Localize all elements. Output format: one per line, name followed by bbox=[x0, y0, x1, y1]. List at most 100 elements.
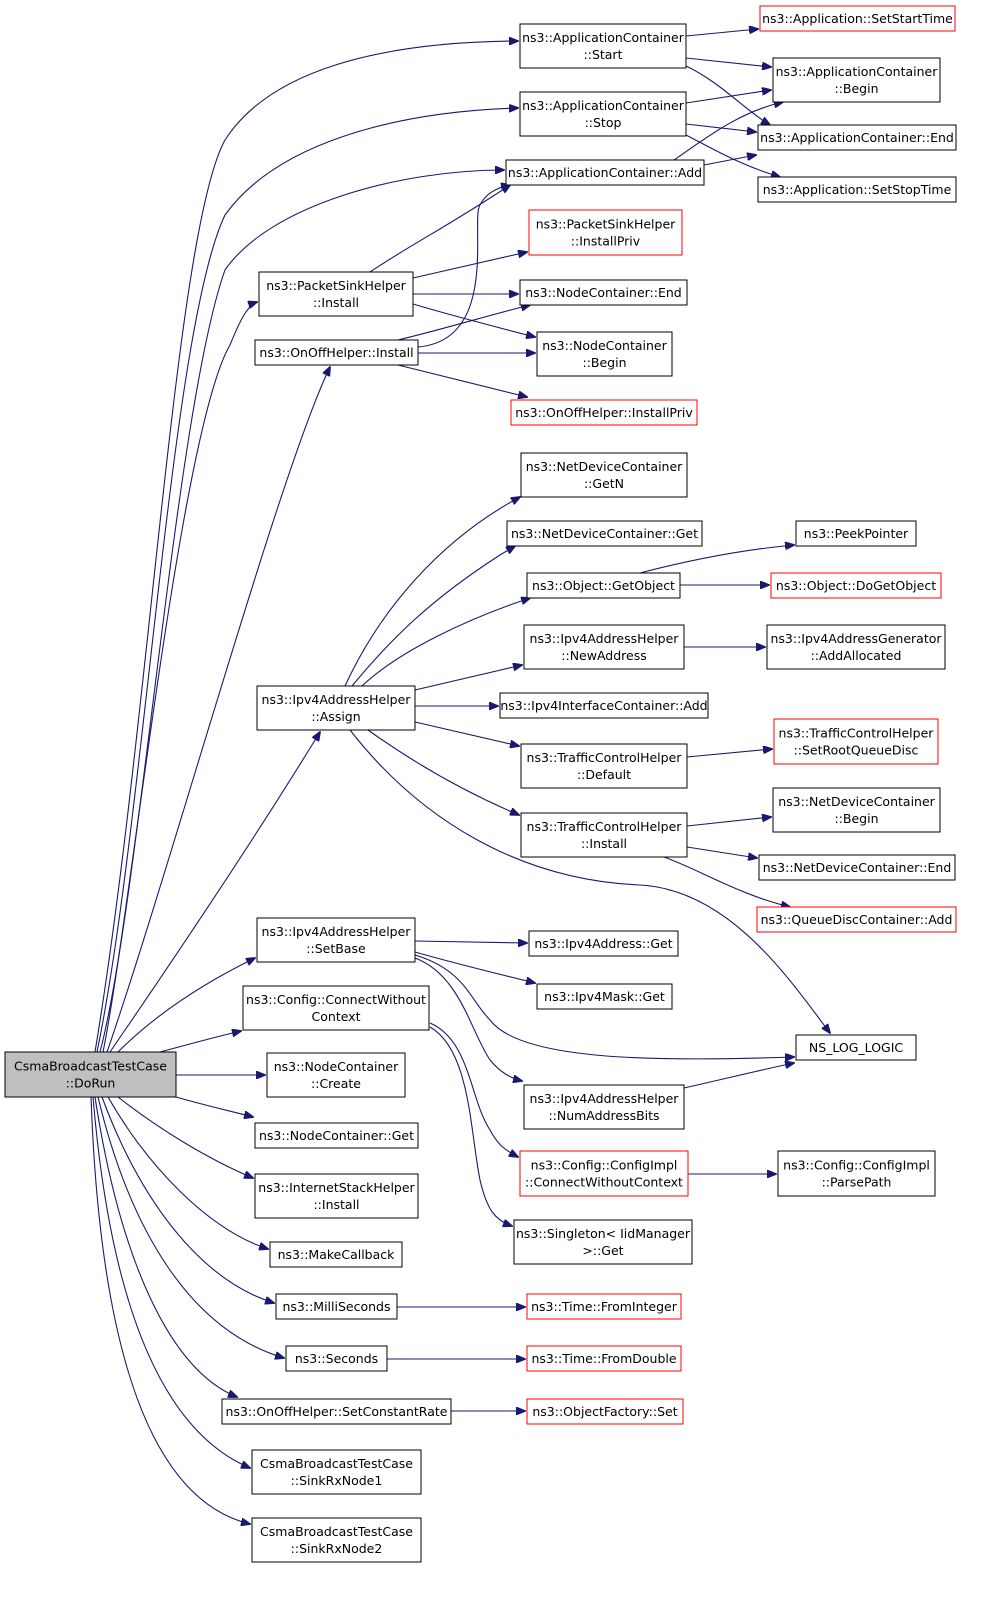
node-ipv4ag-addalloc[interactable]: ns3::Ipv4AddressGenerator::AddAllocated bbox=[766, 624, 946, 670]
node-tch-default[interactable]: ns3::TrafficControlHelper::Default bbox=[520, 743, 688, 789]
node-ipv4ah-newaddress[interactable]: ns3::Ipv4AddressHelper::NewAddress bbox=[523, 624, 685, 670]
node-milliseconds[interactable]: ns3::MilliSeconds bbox=[275, 1293, 398, 1320]
node-box[interactable] bbox=[4, 1051, 177, 1098]
node-box[interactable] bbox=[523, 1084, 685, 1130]
node-nc-create[interactable]: ns3::NodeContainer::Create bbox=[266, 1052, 406, 1098]
node-box[interactable] bbox=[254, 1173, 419, 1219]
node-box[interactable] bbox=[526, 1345, 682, 1372]
node-box[interactable] bbox=[269, 1241, 403, 1268]
node-box[interactable] bbox=[506, 520, 703, 547]
node-box[interactable] bbox=[251, 1517, 422, 1563]
node-box[interactable] bbox=[505, 159, 705, 186]
node-box[interactable] bbox=[519, 23, 687, 69]
node-ipv4ic-add[interactable]: ns3::Ipv4InterfaceContainer::Add bbox=[499, 692, 709, 719]
node-onoff-setrate[interactable]: ns3::OnOffHelper::SetConstantRate bbox=[221, 1398, 452, 1425]
node-box[interactable] bbox=[795, 1034, 917, 1061]
node-ipv4ah-setbase[interactable]: ns3::Ipv4AddressHelper::SetBase bbox=[256, 917, 416, 963]
node-nc-get[interactable]: ns3::NodeContainer::Get bbox=[254, 1122, 419, 1149]
node-time-frominteger[interactable]: ns3::Time::FromInteger bbox=[526, 1293, 682, 1320]
node-box[interactable] bbox=[766, 624, 946, 670]
node-ipv4ah-assign[interactable]: ns3::Ipv4AddressHelper::Assign bbox=[256, 685, 416, 731]
node-box[interactable] bbox=[526, 572, 681, 599]
node-box[interactable] bbox=[285, 1345, 388, 1372]
node-box[interactable] bbox=[254, 339, 419, 366]
node-obj-getobject[interactable]: ns3::Object::GetObject bbox=[526, 572, 681, 599]
node-box[interactable] bbox=[520, 812, 688, 858]
node-box[interactable] bbox=[777, 1150, 936, 1197]
node-objfactory-set[interactable]: ns3::ObjectFactory::Set bbox=[526, 1398, 684, 1425]
node-box[interactable] bbox=[275, 1293, 398, 1320]
node-psh-installpriv[interactable]: ns3::PacketSinkHelper::InstallPriv bbox=[528, 209, 683, 256]
node-box[interactable] bbox=[266, 1052, 406, 1098]
node-ndc-getn[interactable]: ns3::NetDeviceContainer::GetN bbox=[520, 452, 688, 498]
node-box[interactable] bbox=[526, 1398, 684, 1425]
node-box[interactable] bbox=[254, 1122, 419, 1149]
node-ish-install[interactable]: ns3::InternetStackHelper::Install bbox=[254, 1173, 419, 1219]
node-singleton-get[interactable]: ns3::Singleton< IidManager>::Get bbox=[513, 1219, 693, 1265]
node-box[interactable] bbox=[221, 1398, 452, 1425]
node-box[interactable] bbox=[256, 685, 416, 731]
node-box[interactable] bbox=[758, 854, 956, 881]
node-box[interactable] bbox=[772, 57, 941, 103]
node-box[interactable] bbox=[757, 124, 957, 151]
node-nc-begin[interactable]: ns3::NodeContainer::Begin bbox=[536, 331, 673, 377]
node-box[interactable] bbox=[536, 331, 673, 377]
node-root[interactable]: CsmaBroadcastTestCase::DoRun bbox=[4, 1051, 177, 1098]
node-peekpointer[interactable]: ns3::PeekPointer bbox=[795, 520, 917, 547]
node-box[interactable] bbox=[513, 1219, 693, 1265]
node-box[interactable] bbox=[528, 930, 679, 957]
node-box[interactable] bbox=[770, 572, 942, 599]
node-seconds[interactable]: ns3::Seconds bbox=[285, 1345, 388, 1372]
node-sink-rx1[interactable]: CsmaBroadcastTestCase::SinkRxNode1 bbox=[251, 1449, 422, 1495]
node-box[interactable] bbox=[773, 718, 939, 765]
node-box[interactable] bbox=[519, 279, 688, 306]
node-box[interactable] bbox=[499, 692, 709, 719]
node-box[interactable] bbox=[528, 209, 683, 256]
node-box[interactable] bbox=[756, 906, 957, 933]
node-app-add[interactable]: ns3::ApplicationContainer::Add bbox=[505, 159, 705, 186]
node-cfgimpl-parse[interactable]: ns3::Config::ConfigImpl::ParsePath bbox=[777, 1150, 936, 1197]
node-box[interactable] bbox=[536, 983, 673, 1010]
node-app-setstop[interactable]: ns3::Application::SetStopTime bbox=[757, 176, 957, 203]
node-box[interactable] bbox=[519, 91, 687, 137]
node-ns-log-logic[interactable]: NS_LOG_LOGIC bbox=[795, 1034, 917, 1061]
node-ndc-end[interactable]: ns3::NetDeviceContainer::End bbox=[758, 854, 956, 881]
node-box[interactable] bbox=[526, 1293, 682, 1320]
node-sink-rx2[interactable]: CsmaBroadcastTestCase::SinkRxNode2 bbox=[251, 1517, 422, 1563]
node-box[interactable] bbox=[759, 5, 956, 32]
node-makecallback[interactable]: ns3::MakeCallback bbox=[269, 1241, 403, 1268]
node-cfg-connect[interactable]: ns3::Config::ConnectWithoutContext bbox=[242, 985, 430, 1031]
node-tch-install[interactable]: ns3::TrafficControlHelper::Install bbox=[520, 812, 688, 858]
node-app-end[interactable]: ns3::ApplicationContainer::End bbox=[757, 124, 957, 151]
node-box[interactable] bbox=[520, 743, 688, 789]
node-box[interactable] bbox=[510, 399, 698, 426]
node-obj-dogetobject[interactable]: ns3::Object::DoGetObject bbox=[770, 572, 942, 599]
node-box[interactable] bbox=[795, 520, 917, 547]
node-ndc-get[interactable]: ns3::NetDeviceContainer::Get bbox=[506, 520, 703, 547]
node-app-begin[interactable]: ns3::ApplicationContainer::Begin bbox=[772, 57, 941, 103]
node-box[interactable] bbox=[256, 917, 416, 963]
node-nc-end[interactable]: ns3::NodeContainer::End bbox=[519, 279, 688, 306]
node-tch-setroot[interactable]: ns3::TrafficControlHelper::SetRootQueueD… bbox=[773, 718, 939, 765]
node-ipv4ah-numaddr[interactable]: ns3::Ipv4AddressHelper::NumAddressBits bbox=[523, 1084, 685, 1130]
node-ipv4addr-get[interactable]: ns3::Ipv4Address::Get bbox=[528, 930, 679, 957]
node-onoff-install[interactable]: ns3::OnOffHelper::Install bbox=[254, 339, 419, 366]
node-app-setstart[interactable]: ns3::Application::SetStartTime bbox=[759, 5, 956, 32]
node-app-start[interactable]: ns3::ApplicationContainer::Start bbox=[519, 23, 687, 69]
node-box[interactable] bbox=[251, 1449, 422, 1495]
node-box[interactable] bbox=[772, 787, 941, 833]
node-app-stop[interactable]: ns3::ApplicationContainer::Stop bbox=[519, 91, 687, 137]
node-onoff-installpriv[interactable]: ns3::OnOffHelper::InstallPriv bbox=[510, 399, 698, 426]
node-box[interactable] bbox=[242, 985, 430, 1031]
node-box[interactable] bbox=[520, 452, 688, 498]
node-box[interactable] bbox=[258, 271, 414, 317]
node-box[interactable] bbox=[757, 176, 957, 203]
node-psh-install[interactable]: ns3::PacketSinkHelper::Install bbox=[258, 271, 414, 317]
node-box[interactable] bbox=[519, 1150, 689, 1197]
node-box[interactable] bbox=[523, 624, 685, 670]
node-cfgimpl-connect[interactable]: ns3::Config::ConfigImpl::ConnectWithoutC… bbox=[519, 1150, 689, 1197]
node-qdc-add[interactable]: ns3::QueueDiscContainer::Add bbox=[756, 906, 957, 933]
node-ipv4mask-get[interactable]: ns3::Ipv4Mask::Get bbox=[536, 983, 673, 1010]
node-time-fromdouble[interactable]: ns3::Time::FromDouble bbox=[526, 1345, 682, 1372]
node-ndc-begin[interactable]: ns3::NetDeviceContainer::Begin bbox=[772, 787, 941, 833]
